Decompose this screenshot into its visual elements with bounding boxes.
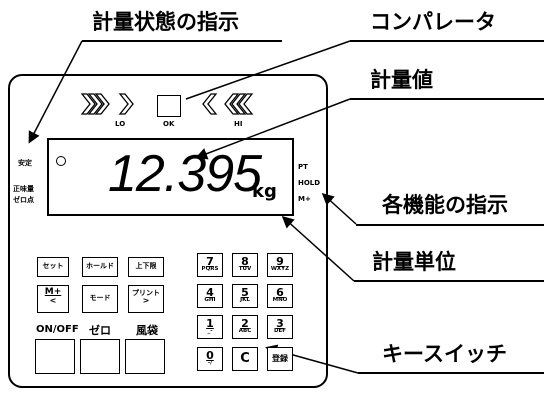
clear-key-label: C: [240, 351, 250, 366]
key-9-label: 9: [276, 255, 284, 268]
key-0-sub: -/: [207, 360, 213, 366]
clear-key[interactable]: C: [232, 347, 258, 371]
key-5-label: 5: [241, 286, 249, 299]
key-0-label: 0: [206, 349, 214, 362]
hold-key-label: ホールド: [86, 262, 114, 270]
key-3-sub: DEF: [273, 328, 287, 334]
callout-comparator: コンパレータ: [370, 10, 496, 34]
callout-key-switches: キースイッチ: [382, 342, 507, 366]
key-3-label: 3: [276, 317, 284, 330]
weight-value-readout: 12.395: [108, 145, 262, 203]
mode-key-label: モード: [89, 294, 111, 302]
leader-weighing-unit: [281, 215, 355, 282]
callout-weight-value: 計量値: [370, 68, 433, 92]
key-9[interactable]: 9 WXYZ: [267, 253, 293, 277]
key-0[interactable]: 0 -/: [197, 347, 223, 371]
onoff-key[interactable]: [35, 339, 75, 374]
callout-weighing-state-underline: [82, 40, 282, 42]
key-6-sub: MNO: [272, 297, 288, 303]
callout-function-indicators-underline: [356, 224, 544, 226]
key-5-sub: JKL: [240, 297, 250, 303]
tare-key[interactable]: [125, 339, 165, 374]
key-4-sub: GHI: [204, 297, 216, 303]
key-6[interactable]: 6 MNO: [267, 284, 293, 308]
print-key[interactable]: プリント >: [128, 285, 164, 313]
m-plus-indicator: M+: [298, 195, 311, 203]
hold-key[interactable]: ホールド: [82, 257, 118, 277]
comparator-lo-label: LO: [115, 120, 126, 128]
key-2-sub: ABC: [238, 328, 252, 334]
set-key-label: セット: [42, 262, 64, 270]
stable-label: 安定: [18, 159, 32, 167]
key-1[interactable]: 1 _-: [197, 315, 223, 339]
comparator-ok-label: OK: [163, 120, 175, 128]
key-7-label: 7: [206, 255, 214, 268]
key-2[interactable]: 2 ABC: [232, 315, 258, 339]
register-key[interactable]: 登録: [267, 347, 293, 371]
m-plus-key-label: M+: [44, 287, 62, 297]
zero-key[interactable]: [80, 339, 120, 374]
unit-readout: kg: [252, 181, 277, 202]
key-8-label: 8: [241, 255, 249, 268]
key-1-label: 1: [206, 317, 214, 330]
comparator-hi-icon: [202, 93, 254, 115]
hold-indicator: HOLD: [298, 179, 321, 187]
stable-indicator-lamp: [56, 156, 66, 166]
pt-indicator: PT: [298, 163, 308, 171]
callout-function-indicators: 各機能の指示: [382, 193, 508, 217]
key-3[interactable]: 3 DEF: [267, 315, 293, 339]
key-7[interactable]: 7 PQRS: [197, 253, 223, 277]
key-9-sub: WXYZ: [270, 266, 290, 272]
key-8[interactable]: 8 TUV: [232, 253, 258, 277]
callout-weighing-state: 計量状態の指示: [92, 10, 239, 34]
register-key-label: 登録: [272, 354, 288, 363]
callout-comparator-underline: [350, 40, 544, 42]
print-key-arrow: >: [142, 296, 150, 305]
callout-weighing-unit: 計量単位: [372, 250, 456, 274]
key-5[interactable]: 5 JKL: [232, 284, 258, 308]
leader-weighing-state: [28, 40, 83, 144]
onoff-key-label: ON/OFF: [36, 324, 79, 335]
key-4[interactable]: 4 GHI: [197, 284, 223, 308]
net-weight-label: 正味量: [13, 185, 34, 193]
scale-panel: [8, 74, 328, 388]
mode-key[interactable]: モード: [82, 285, 118, 313]
set-key[interactable]: セット: [37, 257, 69, 277]
callout-weighing-unit-underline: [354, 280, 544, 282]
comparator-hi-label: HI: [234, 120, 243, 128]
comparator-lo-icon: [80, 93, 134, 115]
key-6-label: 6: [276, 286, 284, 299]
limits-key[interactable]: 上下限: [128, 257, 164, 277]
key-7-sub: PQRS: [201, 266, 219, 272]
zero-point-label: ゼロ点: [13, 196, 34, 204]
key-4-label: 4: [206, 286, 214, 299]
m-plus-key[interactable]: M+ <: [37, 285, 69, 313]
callout-key-switches-underline: [358, 372, 544, 374]
key-8-sub: TUV: [238, 266, 252, 272]
tare-key-label: 風袋: [136, 324, 158, 337]
m-plus-key-arrow: <: [49, 296, 57, 305]
weight-display: [47, 138, 294, 216]
limits-key-label: 上下限: [135, 262, 157, 270]
key-2-label: 2: [241, 317, 249, 330]
leader-comparator: [185, 40, 351, 100]
callout-weight-value-underline: [350, 98, 544, 100]
leader-weight-value: [195, 98, 351, 160]
comparator-ok-box: [157, 95, 181, 117]
print-key-label: プリント: [132, 289, 160, 297]
key-1-sub: _-: [207, 328, 213, 334]
zero-key-label: ゼロ: [89, 324, 111, 337]
leader-function-indicators: [321, 192, 357, 225]
